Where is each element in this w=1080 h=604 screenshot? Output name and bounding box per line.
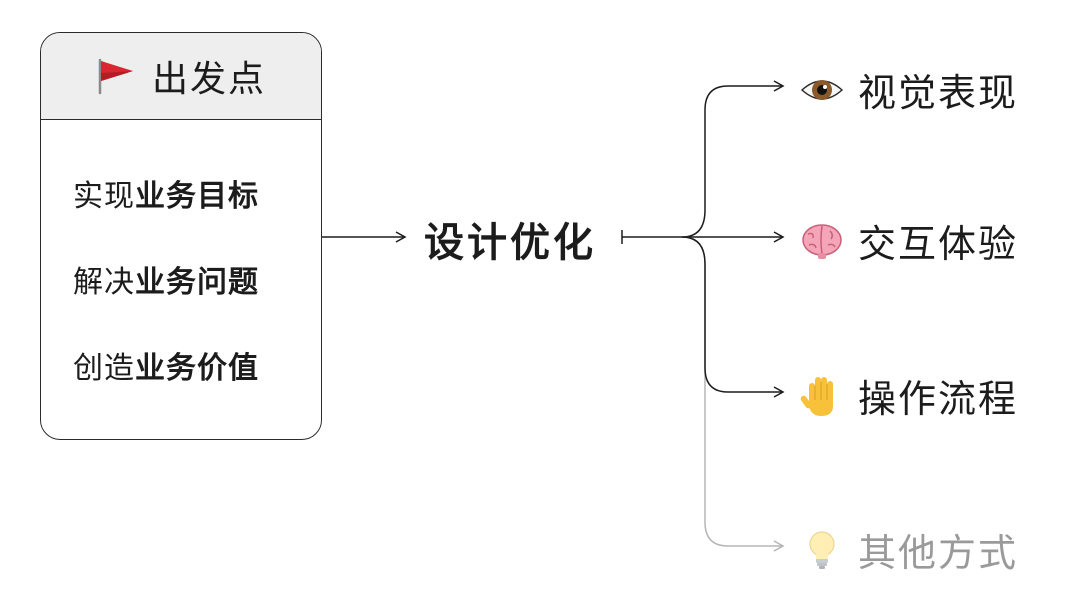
start-card-title: 出发点 xyxy=(151,59,266,100)
start-card: 出发点 实现业务目标 解决业务问题 创造业务价值 xyxy=(40,32,322,440)
branch-arrowhead-other xyxy=(773,540,785,552)
branch-connector-flow xyxy=(681,236,782,393)
card-to-center-arrowhead xyxy=(395,231,407,243)
branch-node-other: 其他方式 xyxy=(800,522,1018,577)
eye-icon xyxy=(800,79,844,100)
branch-label: 其他方式 xyxy=(858,531,1019,575)
start-card-item: 创造业务价值 xyxy=(73,351,259,386)
start-card-item: 解决业务问题 xyxy=(73,265,259,300)
triangular-flag-icon xyxy=(98,58,133,95)
branch-label: 操作流程 xyxy=(858,377,1019,421)
branch-node-interaction: 交互体验 xyxy=(800,213,1018,268)
branch-connector-visual xyxy=(681,85,782,238)
branch-arrowhead-flow xyxy=(773,386,785,398)
lightbulb-icon xyxy=(809,530,835,569)
start-card-item: 实现业务目标 xyxy=(73,179,259,214)
branch-arrowhead-interaction xyxy=(773,231,785,243)
start-card-header: 出发点 xyxy=(41,33,321,120)
brain-icon xyxy=(802,223,842,259)
branch-label: 视觉表现 xyxy=(858,71,1019,115)
branch-node-flow: 操作流程 xyxy=(800,368,1018,423)
raised-hand-icon xyxy=(800,376,833,416)
branch-arrowhead-visual xyxy=(773,80,785,92)
branch-label: 交互体验 xyxy=(858,222,1019,266)
branch-node-visual: 视觉表现 xyxy=(800,62,1018,117)
center-node-label: 设计优化 xyxy=(424,220,596,266)
